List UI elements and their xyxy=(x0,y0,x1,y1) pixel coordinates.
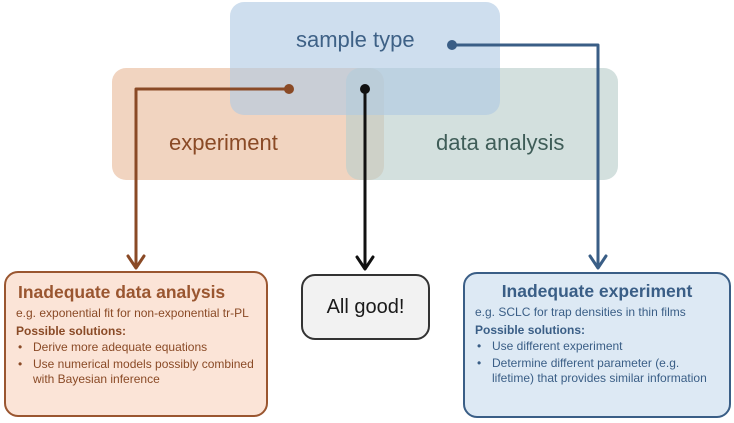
solution-item: Determine different parameter (e.g. life… xyxy=(475,356,719,386)
solutions-title: Possible solutions: xyxy=(16,324,127,338)
solutions-list: Use different experiment Determine diffe… xyxy=(475,339,719,386)
box-title: Inadequate experiment xyxy=(501,281,693,301)
all-good-box: All good! xyxy=(301,274,430,340)
inadequate-data-analysis-box: Inadequate data analysis e.g. exponentia… xyxy=(4,271,268,417)
all-good-label: All good! xyxy=(326,295,405,318)
overlap-arrow xyxy=(355,84,375,271)
data-analysis-label: data analysis xyxy=(436,130,565,155)
solutions-list: Derive more adequate equations Use numer… xyxy=(16,340,256,387)
sample-type-label: sample type xyxy=(296,27,415,52)
experiment-label: experiment xyxy=(169,130,278,155)
experiment-arrow xyxy=(126,84,294,270)
inadequate-experiment-box: Inadequate experiment e.g. SCLC for trap… xyxy=(463,272,731,418)
solution-item: Use different experiment xyxy=(475,339,719,354)
solution-item: Use numerical models possibly combined w… xyxy=(16,357,256,387)
sample-type-arrow xyxy=(447,40,608,270)
solution-item: Derive more adequate equations xyxy=(16,340,256,355)
box-example: e.g. SCLC for trap densities in thin fil… xyxy=(475,305,686,319)
box-title: Inadequate data analysis xyxy=(18,282,226,302)
box-example: e.g. exponential fit for non-exponential… xyxy=(16,306,249,320)
solutions-title: Possible solutions: xyxy=(475,323,586,337)
